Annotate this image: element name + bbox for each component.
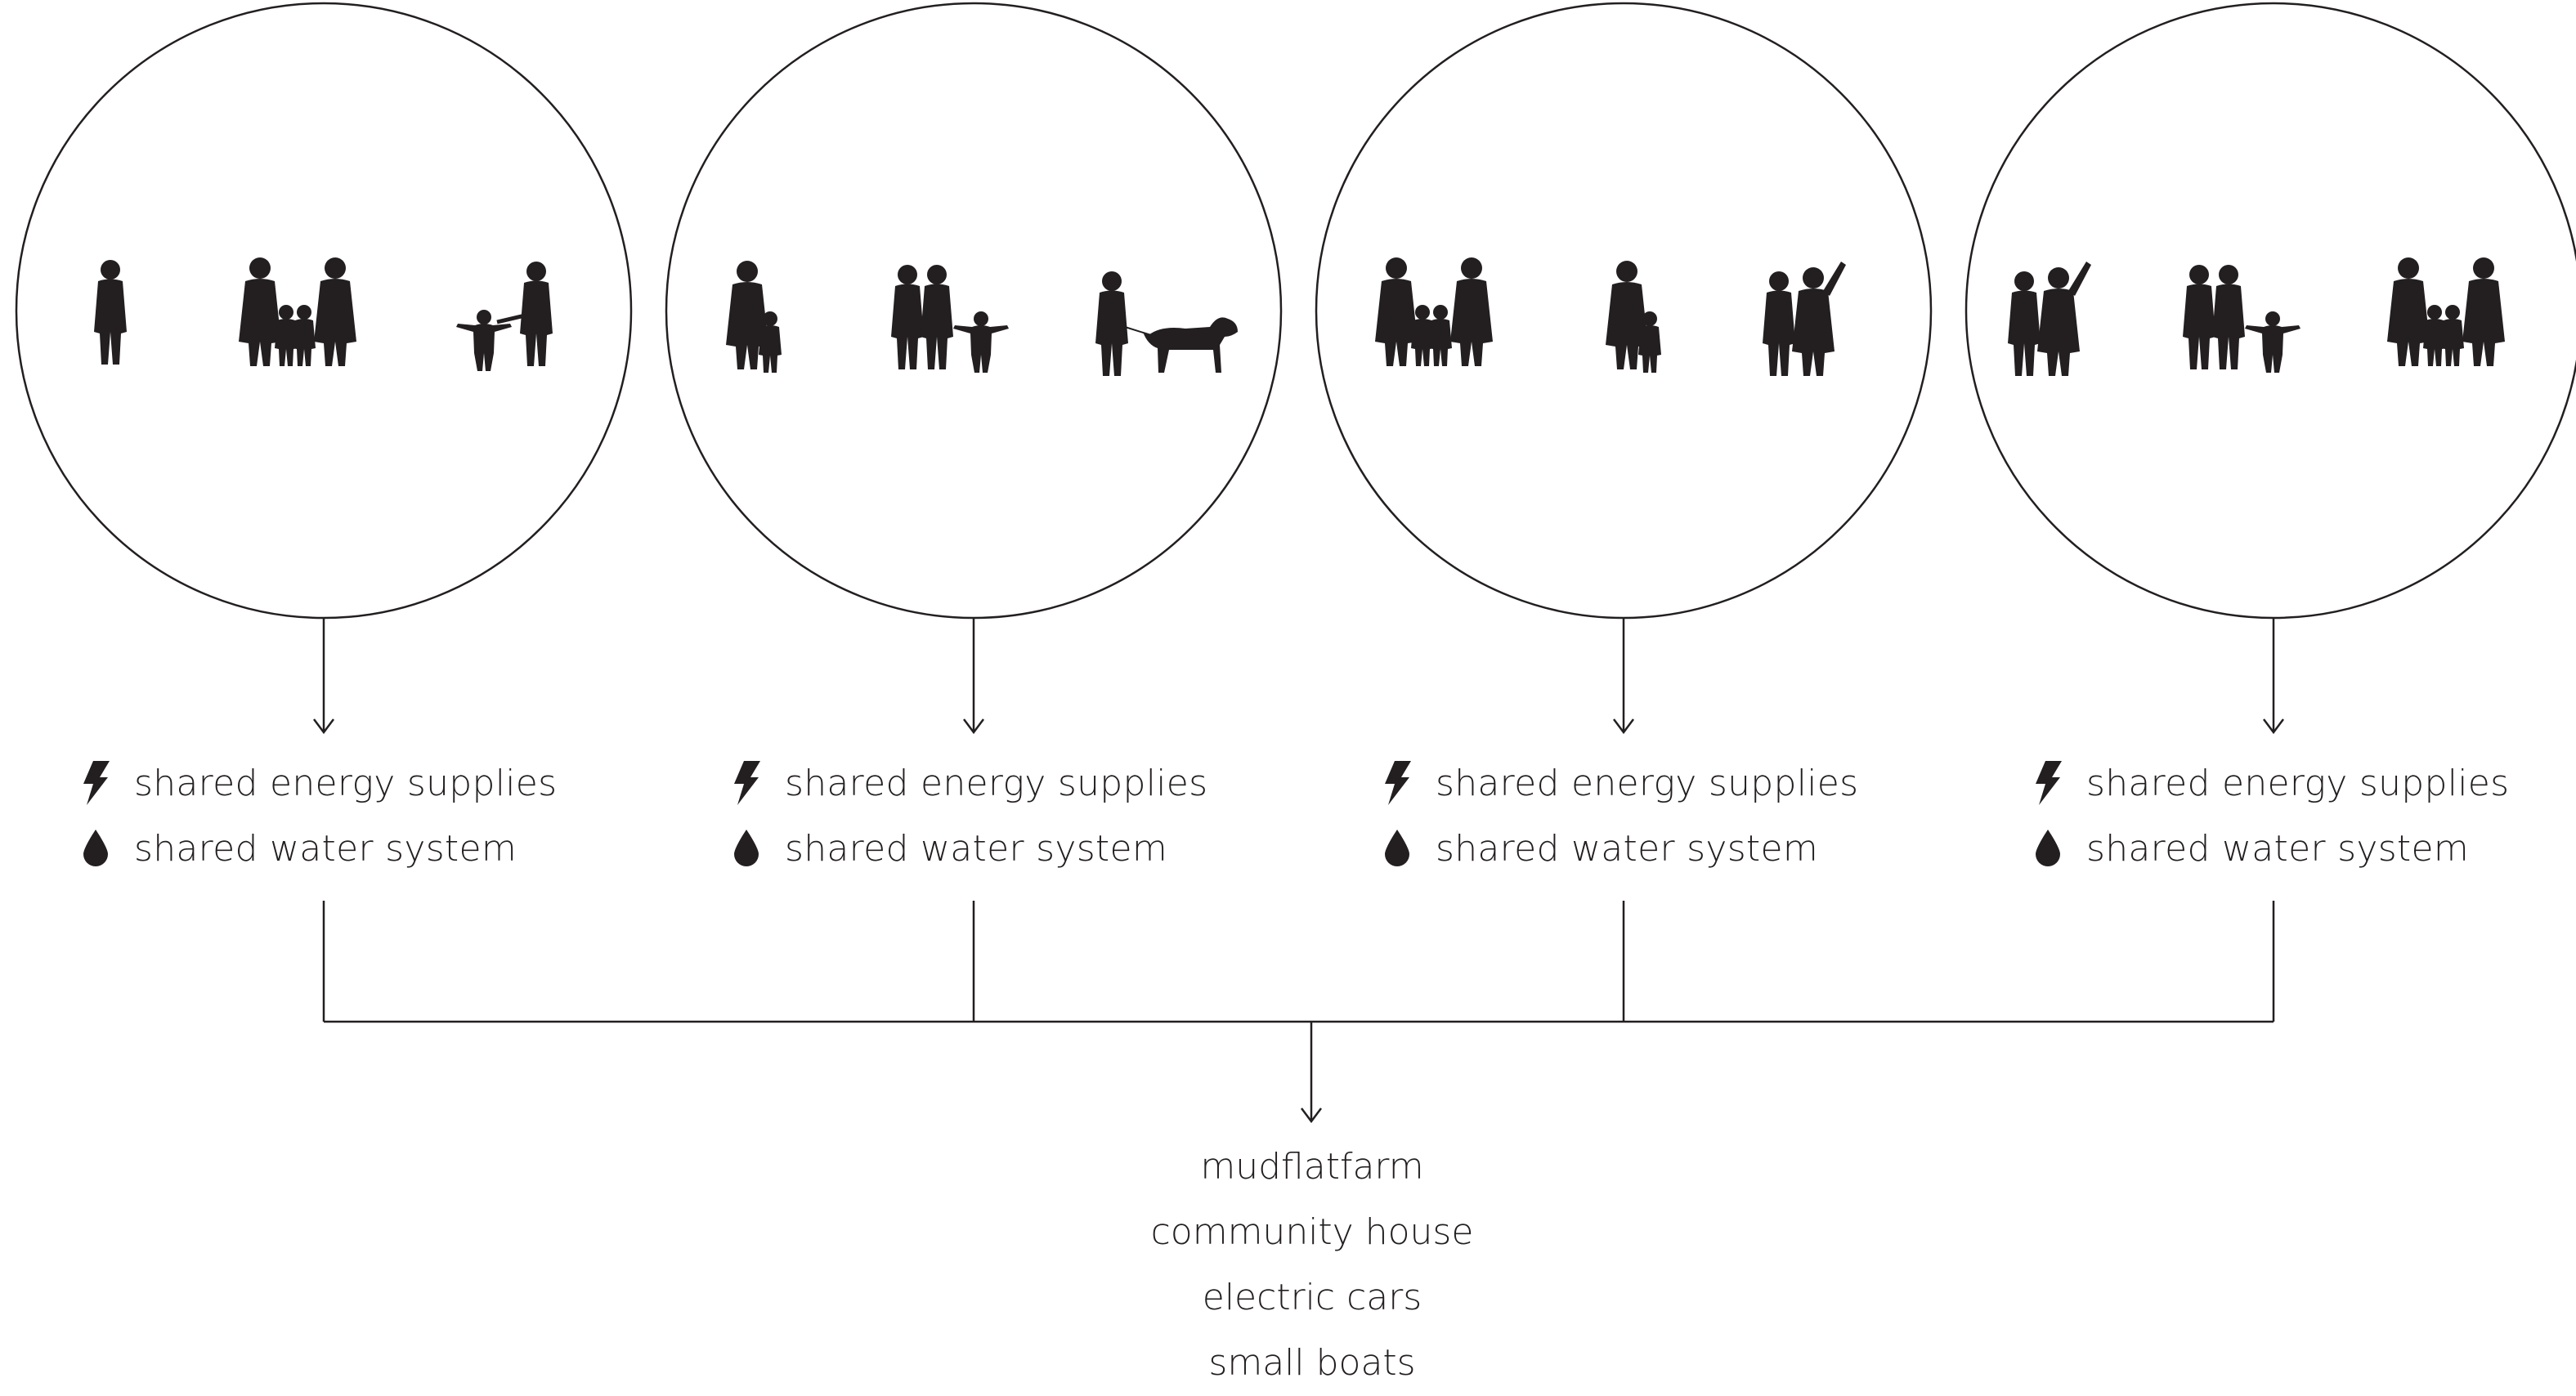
energy-feature: shared energy supplies: [2034, 750, 2576, 816]
water-drop-icon: [1383, 816, 1436, 881]
cluster-3-features: shared energy supplies shared water syst…: [1383, 750, 1956, 881]
water-feature: shared water system: [82, 816, 654, 881]
couple-pointing-silhouette: [1763, 262, 1846, 376]
lightning-bolt-icon: [82, 750, 134, 816]
arrow-head-4: [2263, 718, 2284, 735]
arrow-head-shared: [1301, 1107, 1322, 1124]
arrow-head-1: [313, 718, 334, 735]
water-drop-icon: [82, 816, 134, 881]
water-feature: shared water system: [2034, 816, 2576, 881]
cluster-2-features: shared energy supplies shared water syst…: [732, 750, 1305, 881]
cluster-1-features: shared energy supplies shared water syst…: [82, 750, 654, 881]
water-drop-icon: [2034, 816, 2086, 881]
shared-facility-item: mudflatfarm: [1200, 1146, 1424, 1188]
arrow-head-3: [1613, 718, 1634, 735]
water-feature: shared water system: [1383, 816, 1956, 881]
shared-facility-item: community house: [1150, 1211, 1474, 1253]
lightning-bolt-icon: [732, 750, 785, 816]
family-group-silhouette: [1375, 257, 1493, 366]
arrow-head-2: [963, 718, 984, 735]
energy-feature: shared energy supplies: [82, 750, 654, 816]
energy-feature: shared energy supplies: [732, 750, 1305, 816]
family-group-silhouette: [239, 257, 356, 366]
lightning-bolt-icon: [1383, 750, 1436, 816]
water-drop-icon: [732, 816, 785, 881]
shared-facilities-list: mudflatfarm community house electric car…: [1063, 1134, 1561, 1396]
person-silhouette: [94, 260, 127, 365]
water-label: shared water system: [2086, 827, 2470, 870]
energy-label: shared energy supplies: [2086, 762, 2510, 804]
couple-pointing-silhouette: [2008, 262, 2091, 376]
energy-label: shared energy supplies: [134, 762, 558, 804]
person-walking-dog-silhouette: [1095, 271, 1238, 376]
family-with-child-silhouette: [2183, 265, 2300, 373]
shared-facility-item: electric cars: [1202, 1277, 1422, 1318]
water-feature: shared water system: [732, 816, 1305, 881]
water-label: shared water system: [134, 827, 517, 870]
grandparent-and-child-silhouette: [726, 261, 782, 373]
water-label: shared water system: [785, 827, 1168, 870]
energy-label: shared energy supplies: [1436, 762, 1859, 804]
connector-lines: [313, 618, 2284, 1124]
cluster-4-features: shared energy supplies shared water syst…: [2034, 750, 2576, 881]
water-label: shared water system: [1436, 827, 1819, 870]
family-group-silhouette: [2387, 257, 2505, 366]
family-with-child-silhouette: [891, 265, 1009, 373]
shared-facility-item: small boats: [1208, 1342, 1416, 1384]
parent-and-child-silhouette: [456, 262, 553, 371]
grandparent-and-child-silhouette: [1606, 261, 1661, 373]
energy-feature: shared energy supplies: [1383, 750, 1956, 816]
lightning-bolt-icon: [2034, 750, 2086, 816]
energy-label: shared energy supplies: [785, 762, 1208, 804]
